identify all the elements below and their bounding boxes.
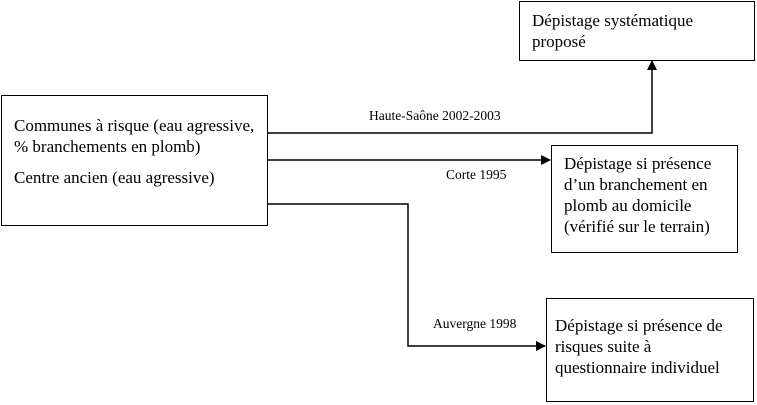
auvergne-label: Auvergne 1998 [433, 316, 517, 331]
questionnaire-screening-text: Dépistage si présence de risques suite à… [555, 316, 723, 377]
systematic-screening-text: Dépistage systématique proposé [532, 11, 693, 51]
lead-pipe-screening-text: Dépistage si présence d’un branchement e… [564, 154, 712, 236]
arrow-haute-saone [268, 60, 657, 134]
lead-pipe-screening-box: Dépistage si présence d’un branchement e… [551, 145, 738, 253]
haute-saone-label: Haute-Saône 2002-2003 [369, 108, 501, 123]
risk-communes-text: Communes à risque (eau agressive, % bran… [14, 116, 255, 156]
risk-communes-box: Communes à risque (eau agressive, % bran… [1, 95, 268, 226]
old-town-text: Centre ancien (eau agressive) [14, 168, 215, 187]
arrow-auvergne [268, 203, 546, 351]
corte-label: Corte 1995 [446, 167, 507, 182]
questionnaire-screening-box: Dépistage si présence de risques suite à… [546, 298, 754, 402]
systematic-screening-box: Dépistage systématique proposé [519, 1, 755, 61]
